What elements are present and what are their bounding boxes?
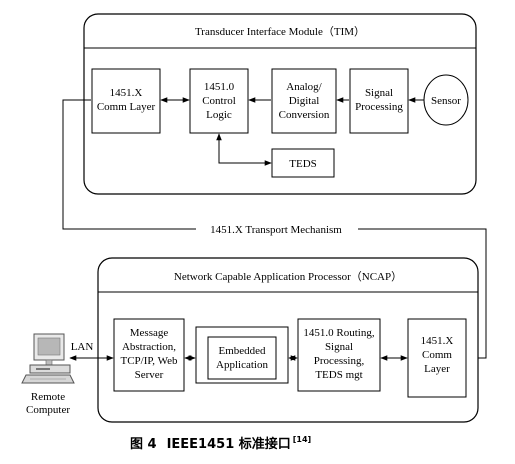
message-line-4: Server (135, 369, 164, 381)
teds-box: TEDS (271, 148, 335, 178)
routing-line-2: Signal (325, 341, 353, 353)
signal-processing-line-1: Signal (365, 87, 393, 99)
conversion-line-1: Analog/ (286, 81, 322, 93)
caption-title: IEEE1451 标准接口 (167, 436, 291, 452)
routing-line-1: 1451.0 Routing, (303, 327, 374, 339)
caption-ref: [14] (293, 435, 311, 444)
embedded-line-2: Application (216, 359, 268, 371)
control-logic-line-3: Logic (206, 109, 232, 121)
control-logic-box: 1451.0 Control Logic (189, 68, 249, 134)
conversion-box: Analog/ Digital Conversion (271, 68, 337, 134)
computer-icon (21, 333, 75, 384)
control-logic-line-2: Control (202, 95, 236, 107)
routing-box: 1451.0 Routing, Signal Processing, TEDS … (297, 318, 381, 392)
teds-label: TEDS (289, 158, 317, 170)
transport-label: 1451.X Transport Mechanism (210, 224, 342, 236)
routing-line-3: Processing, (314, 355, 365, 367)
lan-label: LAN (71, 341, 94, 353)
tim-comm-layer-line-2: Comm Layer (97, 101, 156, 113)
message-line-1: Message (130, 327, 169, 339)
ncap-comm-line-1: 1451.X (421, 335, 454, 347)
tim-title: Transducer Interface Module（TIM） (195, 25, 365, 38)
routing-line-4: TEDS mgt (315, 369, 362, 381)
tim-comm-layer-line-1: 1451.X (110, 87, 143, 99)
signal-processing-box: Signal Processing (349, 68, 409, 134)
caption-prefix: 图 4 (130, 437, 157, 452)
message-line-3: TCP/IP, Web (121, 355, 178, 367)
embedded-application-box: Embedded Application (207, 336, 277, 380)
sensor-label: Sensor (431, 95, 461, 107)
transport-line-left (62, 99, 196, 230)
ncap-comm-line-3: Layer (424, 363, 450, 375)
ncap-title: Network Capable Application Processor（NC… (174, 270, 402, 283)
message-line-2: Abstraction, (122, 341, 176, 353)
control-logic-line-1: 1451.0 (204, 81, 235, 93)
arrow-control-teds (216, 133, 272, 166)
tim-comm-layer-box: 1451.X Comm Layer (91, 68, 161, 134)
ncap-comm-line-2: Comm (422, 349, 452, 361)
signal-processing-line-2: Processing (355, 101, 403, 113)
remote-line-1: Remote (31, 391, 65, 403)
embedded-line-1: Embedded (218, 345, 266, 357)
sensor-circle: Sensor (423, 74, 469, 126)
remote-line-2: Computer (26, 404, 70, 416)
conversion-line-2: Digital (289, 95, 320, 107)
message-abstraction-box: Message Abstraction, TCP/IP, Web Server (113, 318, 185, 392)
conversion-line-3: Conversion (279, 109, 330, 121)
figure-caption: 图 4 IEEE1451 标准接口[14] (130, 435, 311, 452)
ncap-comm-layer-box: 1451.X Comm Layer (407, 318, 467, 398)
